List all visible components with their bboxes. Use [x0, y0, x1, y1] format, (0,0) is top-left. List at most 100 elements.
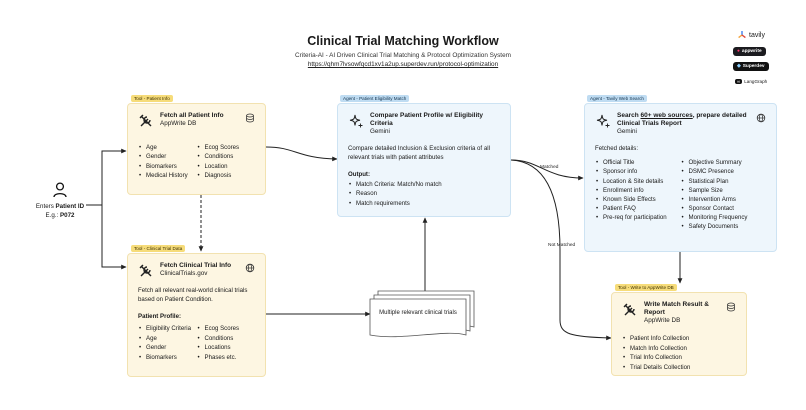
- edge-label-not-matched: Not Matched: [548, 243, 576, 248]
- list-item: Gender: [138, 343, 197, 353]
- box-eligibility-match: Compare Patient Profile w/ Eligibility C…: [337, 103, 511, 217]
- search-details: Official Title Sponsor info Location & S…: [595, 158, 766, 231]
- list-item: Ecog Scores: [197, 143, 256, 153]
- project-link[interactable]: https://qhm7lvsowfqcd1xv1a2up.superdev.r…: [307, 61, 499, 68]
- box-write-text: Write Match Result & Report AppWrite DB: [644, 301, 720, 325]
- edge-compare-to-write: [510, 159, 612, 341]
- list-item: Sample Size: [681, 186, 767, 195]
- list-item: Conditions: [197, 334, 256, 344]
- user-icon: [53, 182, 67, 198]
- edge-compare-to-search: [510, 159, 584, 181]
- list-item: Trial Info Collection: [622, 353, 736, 363]
- box-trial-description: Fetch all relevant real-world clinical t…: [138, 287, 248, 303]
- list-item: Age: [138, 143, 197, 153]
- box-search-subtitle: Gemini: [617, 128, 637, 136]
- box-write-subtitle: AppWrite DB: [644, 317, 681, 325]
- list-item: Diagnosis: [197, 171, 256, 181]
- page-title: Clinical Trial Matching Workflow: [307, 34, 499, 48]
- patient-example-prefix: E.g.:: [45, 211, 59, 219]
- box-search-header: Search 60+ web sources, prepare detailed…: [595, 112, 766, 136]
- list-item: Official Title: [595, 158, 681, 167]
- langgraph-logo: ∞ LangGraph: [733, 77, 770, 86]
- box-web-search: Search 60+ web sources, prepare detailed…: [584, 103, 777, 252]
- tag-patient-info: Tool - Patient Info: [131, 95, 173, 102]
- list-item: Known Side Effects: [595, 195, 681, 204]
- trial-attributes-col2: Ecog Scores Conditions Locations Phases …: [197, 324, 256, 362]
- box-search-title-highlight: 60+ web sources: [640, 112, 693, 119]
- box-search-title-prefix: Search: [617, 112, 641, 119]
- page-subtitle: Criteria-AI - AI Driven Clinical Trial M…: [295, 52, 511, 59]
- box-trial-title: Fetch Clinical Trial Info: [160, 262, 232, 269]
- trial-attributes-col1: Eligibility Criteria Age Gender Biomarke…: [138, 324, 197, 362]
- box-patient-info-subtitle: AppWrite DB: [160, 120, 197, 128]
- box-clinical-trial-info: Fetch Clinical Trial Info ClinicalTrials…: [127, 253, 266, 377]
- list-item: Age: [138, 334, 197, 344]
- tag-web-search: Agent - Tavily Web Search: [587, 95, 647, 102]
- box-trial-profile-label: Patient Profile:: [138, 312, 182, 320]
- search-details-col1: Official Title Sponsor info Location & S…: [595, 158, 681, 231]
- tag-clinical-trial-data: Tool - Clinical Trial Data: [131, 245, 186, 252]
- list-item: Conditions: [197, 152, 256, 162]
- list-item: Enrollment info: [595, 186, 681, 195]
- search-details-col2: Objective Summary DSMC Presence Statisti…: [681, 158, 767, 231]
- list-item: Safety Documents: [681, 222, 767, 231]
- list-item: Medical History: [138, 171, 197, 181]
- box-match-header: Compare Patient Profile w/ Eligibility C…: [348, 112, 500, 136]
- tools-icon: [139, 264, 152, 277]
- superdev-icon: ◆: [737, 64, 741, 69]
- list-item: Gender: [138, 152, 197, 162]
- list-item: Location & Site details: [595, 177, 681, 186]
- box-match-title: Compare Patient Profile w/ Eligibility C…: [370, 112, 484, 128]
- globe-icon: [756, 113, 766, 123]
- list-item: Sponsor Contact: [681, 204, 767, 213]
- patient-id-label: Patient ID: [55, 203, 85, 210]
- box-write-header: Write Match Result & Report AppWrite DB: [622, 301, 736, 325]
- appwrite-icon: ●: [737, 49, 740, 54]
- box-patient-info-text: Fetch all Patient Info AppWrite DB: [160, 112, 239, 128]
- tools-icon: [139, 114, 152, 127]
- database-icon: [727, 302, 735, 312]
- patient-attributes: Age Gender Biomarkers Medical History Ec…: [138, 143, 255, 181]
- list-item: Sponsor info: [595, 167, 681, 176]
- globe-icon: [245, 263, 255, 273]
- document-stack-label: Multiple relevant clinical trials: [379, 310, 457, 316]
- tavily-logo: tavily: [737, 30, 765, 40]
- list-item: Trial Details Collection: [622, 363, 736, 373]
- trial-attributes: Eligibility Criteria Age Gender Biomarke…: [138, 324, 255, 362]
- document-stack-icon: [369, 290, 475, 338]
- box-match-text: Compare Patient Profile w/ Eligibility C…: [370, 112, 500, 136]
- tag-eligibility-match: Agent - Patient Eligibility Match: [340, 95, 410, 102]
- box-match-description: Compare detailed Inclusion & Exclusion c…: [348, 145, 490, 162]
- list-item: Match Info Collection: [622, 344, 736, 354]
- box-trial-text: Fetch Clinical Trial Info ClinicalTrials…: [160, 262, 239, 278]
- tavily-icon: [738, 31, 746, 39]
- langgraph-icon: ∞: [735, 79, 743, 84]
- box-patient-info-header: Fetch all Patient Info AppWrite DB: [138, 112, 255, 129]
- appwrite-logo-text: appwrite: [741, 49, 762, 54]
- header: Clinical Trial Matching Workflow Criteri…: [0, 34, 806, 68]
- list-item: Pre-req for participation: [595, 213, 681, 222]
- box-trial-subtitle: ClinicalTrials.gov: [160, 270, 208, 278]
- list-item: Patient Info Collection: [622, 334, 736, 344]
- edge-label-matched: Matched: [540, 165, 559, 170]
- list-item: Eligibility Criteria: [138, 324, 197, 334]
- edge-patient-to-trial: [101, 205, 127, 270]
- tavily-logo-text: tavily: [749, 31, 765, 39]
- box-write-db: Write Match Result & Report AppWrite DB …: [611, 292, 747, 376]
- patient-prefix: Enters: [35, 203, 54, 210]
- list-item: Monitoring Frequency: [681, 213, 767, 222]
- box-patient-info-title: Fetch all Patient Info: [160, 112, 224, 119]
- list-item: Match Criteria: Match/No match: [348, 180, 500, 190]
- edge-patient-to-info: [86, 148, 127, 206]
- patient-label-line: Enters Patient ID: [30, 203, 90, 212]
- list-item: Statistical Plan: [681, 177, 767, 186]
- list-item: DSMC Presence: [681, 167, 767, 176]
- box-search-title-suffix: , prepare detailed Clinical Trials Repor…: [617, 112, 747, 128]
- box-match-subtitle: Gemini: [370, 128, 390, 136]
- box-trial-header: Fetch Clinical Trial Info ClinicalTrials…: [138, 262, 255, 279]
- langgraph-logo-text: LangGraph: [744, 79, 768, 84]
- list-item: Patient FAQ: [595, 204, 681, 213]
- sparkles-icon: [349, 114, 363, 128]
- list-item: Biomarkers: [138, 162, 197, 172]
